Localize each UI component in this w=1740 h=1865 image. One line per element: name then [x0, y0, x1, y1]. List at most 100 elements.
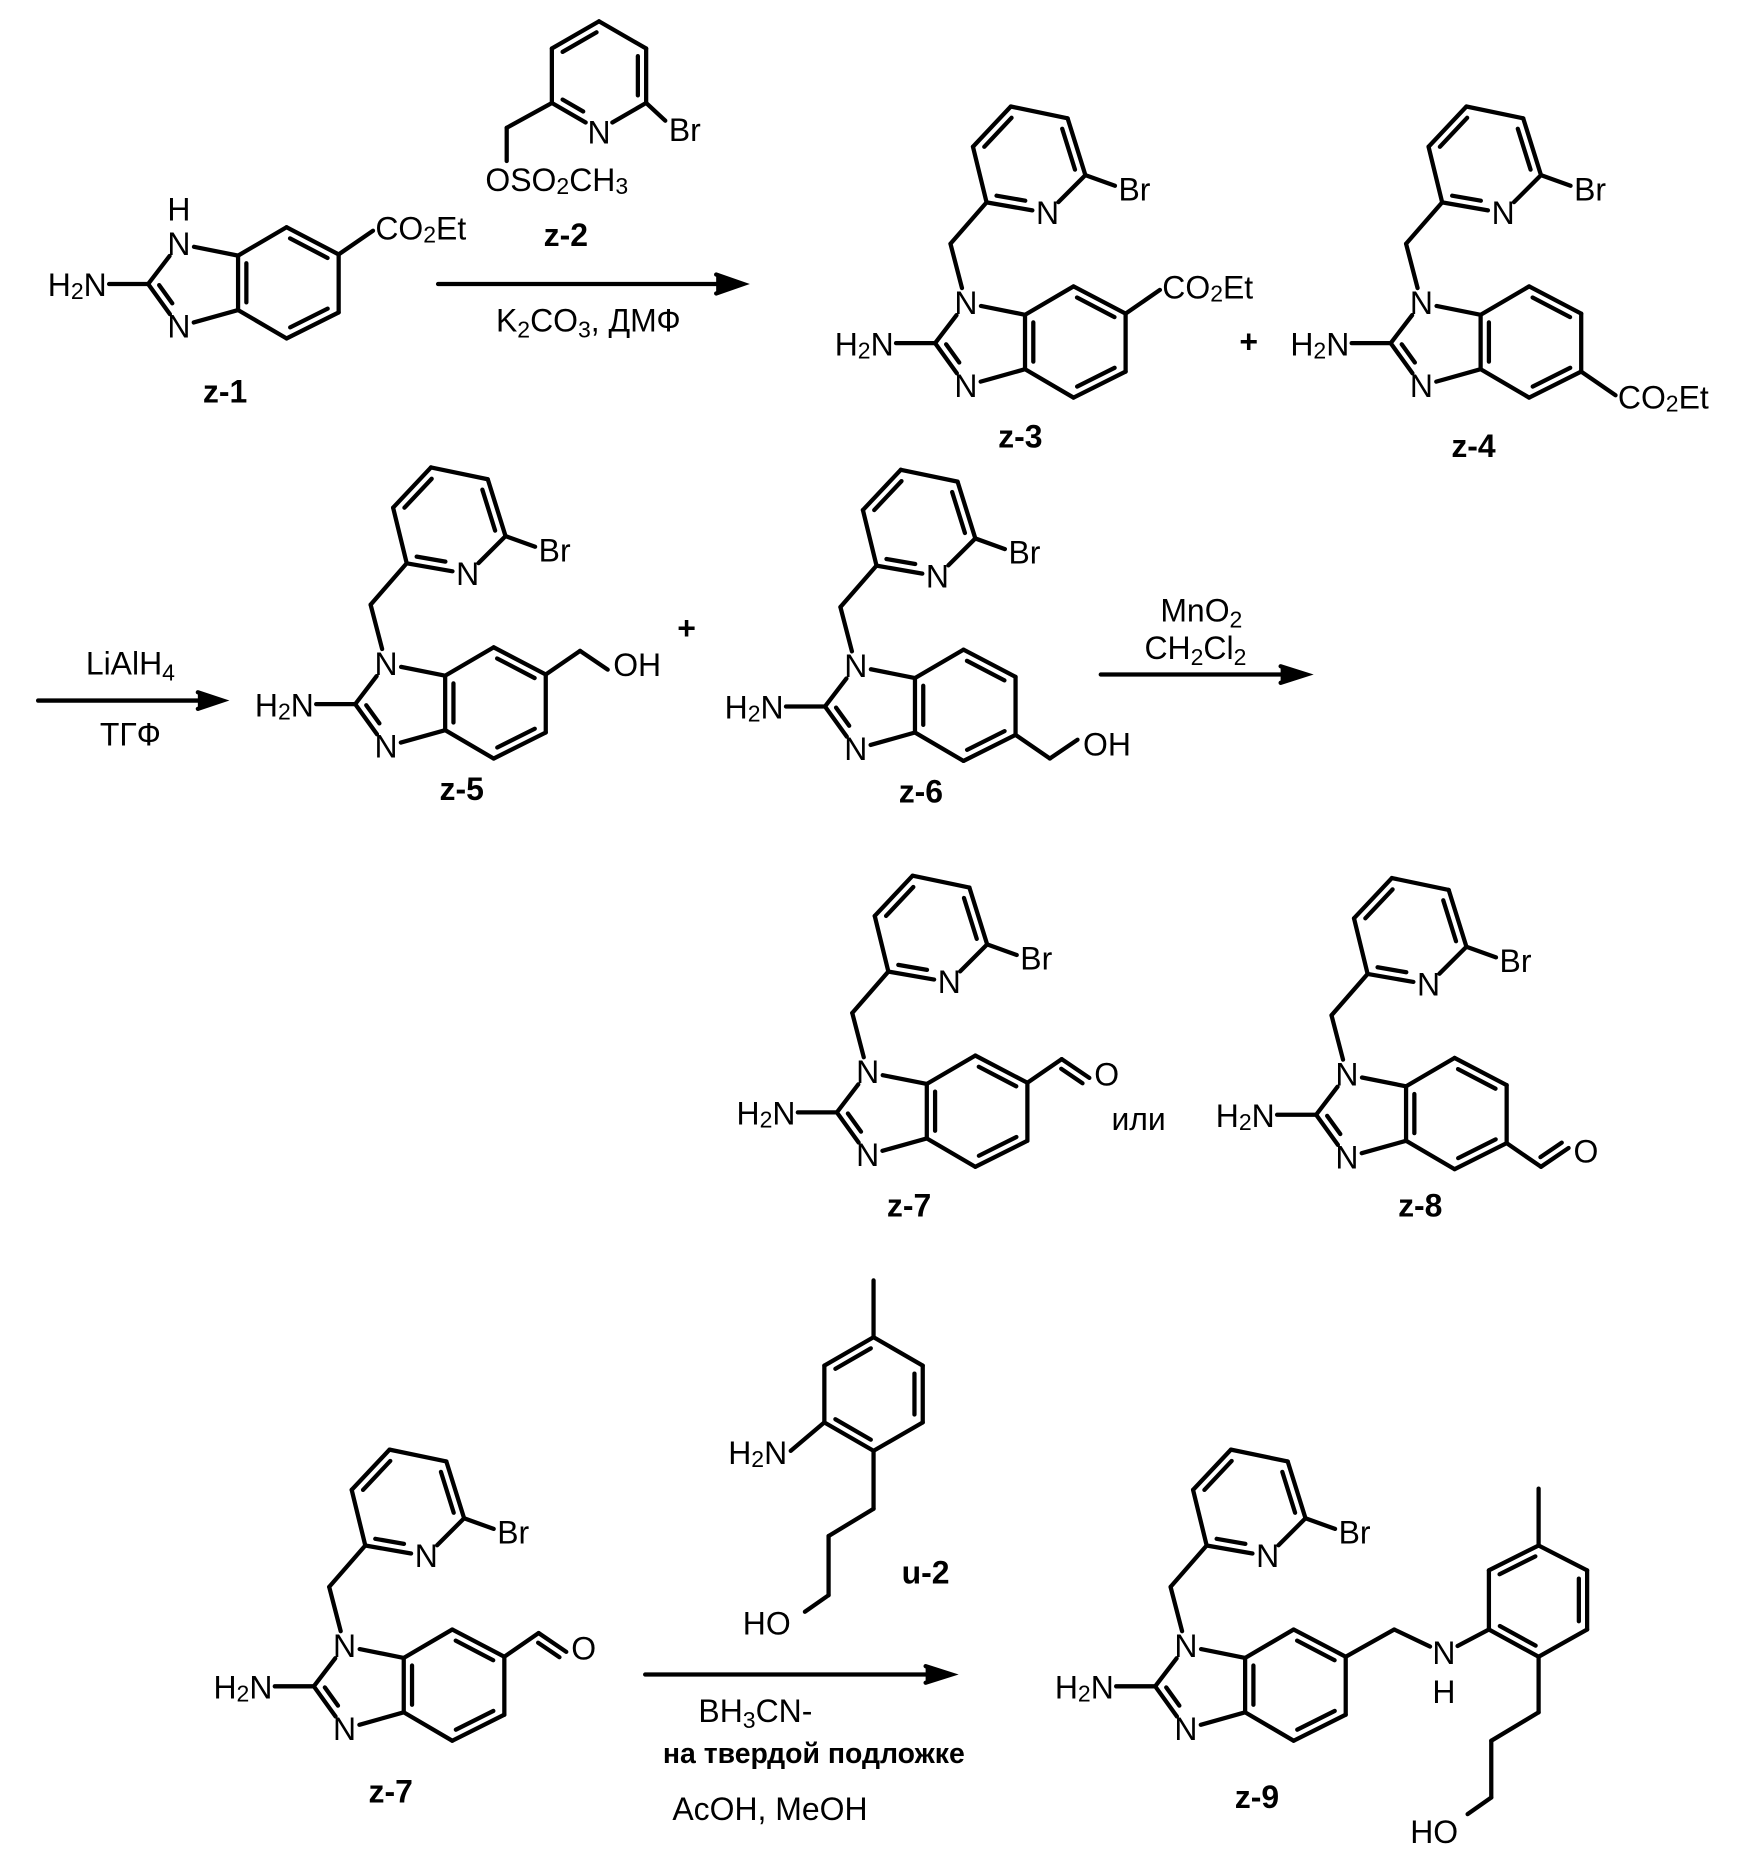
- bond: [401, 730, 445, 742]
- bromine-label: Br: [1500, 943, 1532, 979]
- molecule-z7-repeat: H2NNNBrNO: [213, 1450, 596, 1747]
- bond: [1539, 1630, 1588, 1657]
- compound-label-z3: z-3: [998, 418, 1042, 454]
- bond: [1481, 369, 1530, 397]
- bond: [927, 1056, 976, 1084]
- bond: [882, 1138, 926, 1150]
- bond: [504, 1633, 538, 1657]
- amine-group-label: H2N: [1216, 1098, 1275, 1135]
- pyridine-nitrogen-label: N: [938, 964, 961, 1000]
- bromo-bond: [506, 536, 536, 547]
- bromine-label: Br: [1339, 1514, 1371, 1550]
- bond: [1437, 306, 1481, 315]
- propyl-chain-bond: [1491, 1712, 1538, 1740]
- bond: [1025, 286, 1074, 314]
- bromo-bond: [987, 944, 1017, 955]
- bond: [1442, 202, 1488, 210]
- amine-bond: [791, 1422, 825, 1450]
- nitrogen-n1-label: N: [856, 1054, 879, 1090]
- double-bond-line: [1533, 298, 1570, 318]
- bond: [194, 310, 238, 322]
- ester-bond: [339, 231, 373, 255]
- bond: [1155, 1658, 1176, 1686]
- ester-group-label: CO2Et: [375, 210, 466, 247]
- step3-solvent: CH2Cl2: [1144, 630, 1246, 670]
- double-bond-line: [1533, 368, 1570, 387]
- double-bond-line: [1500, 1626, 1536, 1646]
- amine-group-label: H2N: [48, 267, 107, 304]
- bond: [445, 647, 494, 675]
- bond: [1436, 369, 1480, 381]
- pyridine-nitrogen-label: N: [1417, 967, 1440, 1003]
- nitrogen-n3-label: N: [856, 1137, 879, 1173]
- double-bond-line: [967, 661, 1004, 681]
- arrow-step-4: [645, 1666, 951, 1683]
- molecule-u2: H2NHO: [728, 1280, 923, 1641]
- bond: [825, 678, 846, 706]
- bond: [1439, 947, 1466, 974]
- double-bond-line: [1297, 1711, 1334, 1730]
- bromo-bond: [464, 1518, 494, 1529]
- amine-hydrogen-label: H: [1432, 1674, 1455, 1710]
- molecule-z9: H2NNNBrNNHHO: [1055, 1450, 1587, 1850]
- amine-group-label: H2N: [255, 687, 314, 724]
- amine-nitrogen-label: N: [1432, 1635, 1455, 1671]
- bond: [948, 538, 975, 565]
- bond: [1368, 974, 1414, 982]
- bond: [1062, 1059, 1090, 1078]
- arrow-step-3: [1101, 666, 1307, 683]
- bond: [958, 482, 976, 539]
- bromo-bond: [646, 103, 665, 121]
- bond: [1016, 735, 1050, 759]
- bond: [1245, 1712, 1294, 1740]
- bond: [1288, 1461, 1306, 1518]
- bond: [1058, 175, 1085, 202]
- bond: [1429, 147, 1443, 203]
- amine-group-label: H2N: [725, 690, 784, 727]
- molecule-z2: NBrOSO2CH3: [485, 21, 701, 199]
- nitrogen-n3-label: N: [167, 309, 190, 345]
- bond: [431, 467, 488, 479]
- bond: [973, 147, 987, 203]
- hydroxyl-label: HO: [1410, 1814, 1458, 1850]
- bond: [238, 310, 287, 338]
- bond: [1406, 1058, 1455, 1086]
- bond: [1394, 1630, 1430, 1647]
- double-bond-line: [1452, 196, 1481, 201]
- molecule-z6: H2NNNBrNOH: [725, 470, 1131, 767]
- structures: H2NNNHCO2EtH2NNNBrNCO2EtH2NNNBrNCO2EtH2N…: [48, 21, 1709, 1850]
- hydroxyl-label: OH: [1083, 726, 1131, 762]
- bond: [960, 944, 987, 971]
- arrow-step-1: [438, 275, 743, 294]
- nitrogen-n3-label: N: [954, 368, 977, 404]
- plus-sign: +: [1239, 324, 1258, 360]
- nitrogen-n3-label: N: [1335, 1139, 1358, 1175]
- double-bond-line: [456, 1641, 493, 1661]
- propyl-chain-bond: [1468, 1798, 1492, 1815]
- bond: [539, 1633, 567, 1652]
- methylene-bond: [840, 607, 852, 651]
- nitrogen-n3-label: N: [374, 729, 397, 765]
- double-bond-line: [497, 729, 534, 748]
- nitrogen-n1-label: N: [1410, 285, 1433, 321]
- double-bond-line: [456, 1711, 493, 1730]
- double-bond-line: [898, 965, 927, 970]
- nitrogen-n3-label: N: [333, 1711, 356, 1747]
- bond: [546, 651, 580, 675]
- bromo-bond: [1541, 175, 1571, 186]
- bond: [1011, 107, 1068, 119]
- pyridine-nitrogen-label: N: [926, 558, 949, 594]
- pyridine-nitrogen-label: N: [456, 556, 479, 592]
- double-bond-line: [1458, 1069, 1495, 1089]
- bond: [407, 563, 453, 571]
- nitrogen-n3-label: N: [1174, 1711, 1197, 1747]
- ester-group-label: CO2Et: [1618, 380, 1709, 417]
- bond: [981, 306, 1025, 315]
- arrow-step-2: [38, 692, 223, 709]
- double-bond-line: [375, 1539, 404, 1544]
- bond: [1391, 315, 1412, 343]
- hydroxyl-label: HO: [743, 1606, 791, 1642]
- step4-reagent-note: на твердой подложке: [663, 1738, 965, 1770]
- bromine-label: Br: [1119, 171, 1151, 207]
